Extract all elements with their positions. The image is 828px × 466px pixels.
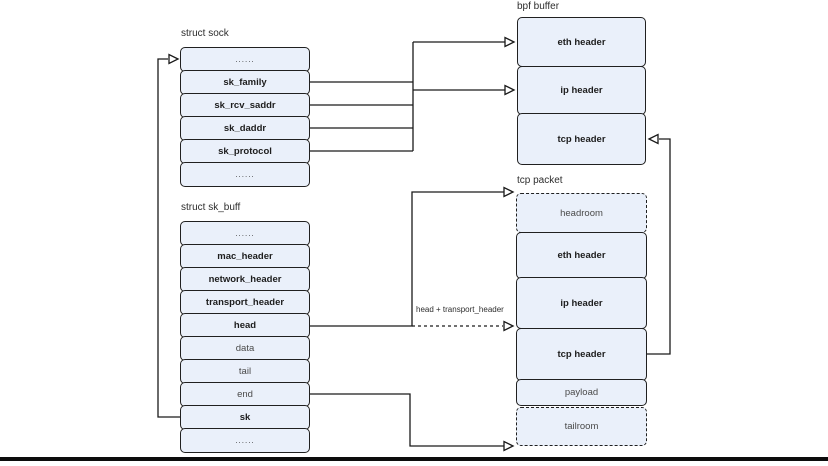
arrowhead-tcp-header-dashed: [503, 320, 515, 332]
arrowhead-struct-sock: [168, 53, 180, 65]
connector-sk-to-sock: [157, 58, 180, 418]
skbuff-row-dots-bottom: ......: [180, 428, 310, 453]
arrowhead-ip-header: [504, 84, 516, 96]
connector-label-head-transport: head + transport_header: [416, 305, 504, 314]
skbuff-row-sk: sk: [180, 405, 310, 430]
sock-row-sk-rcv-saddr: sk_rcv_saddr: [180, 93, 310, 118]
tcp-packet-title: tcp packet: [517, 175, 563, 186]
arrowhead-eth-header: [504, 36, 516, 48]
bpf-row-eth-header: eth header: [517, 17, 646, 67]
packet-row-tcp-header: tcp header: [516, 327, 647, 381]
skbuff-row-transport-header: transport_header: [180, 290, 310, 315]
arrowhead-headroom: [503, 186, 515, 198]
skbuff-row-end: end: [180, 382, 310, 407]
skbuff-row-network-header: network_header: [180, 267, 310, 292]
connector-head-to-headroom: [310, 191, 504, 327]
sock-row-sk-family: sk_family: [180, 70, 310, 95]
sock-row-dots-top: ......: [180, 47, 310, 72]
sock-row-sk-daddr: sk_daddr: [180, 116, 310, 141]
connector-tcp-to-bpf: [646, 138, 671, 355]
packet-row-headroom: headroom: [516, 193, 647, 233]
bpf-row-tcp-header: tcp header: [517, 113, 646, 165]
tcp-packet-box: headroom eth header ip header tcp header…: [516, 193, 647, 446]
connector-end-to-tailroom: [310, 393, 504, 447]
packet-row-ip-header: ip header: [516, 277, 647, 329]
struct-sk-buff-title: struct sk_buff: [181, 202, 241, 213]
skbuff-row-head: head: [180, 313, 310, 338]
sock-row-sk-protocol: sk_protocol: [180, 139, 310, 164]
skbuff-row-mac-header: mac_header: [180, 244, 310, 269]
arrowhead-tailroom: [503, 440, 515, 452]
struct-sk-buff-box: ...... mac_header network_header transpo…: [180, 221, 310, 453]
bpf-row-ip-header: ip header: [517, 65, 646, 115]
skbuff-row-dots-top: ......: [180, 221, 310, 246]
skbuff-row-tail: tail: [180, 359, 310, 384]
packet-row-eth-header: eth header: [516, 231, 647, 279]
bottom-divider-line: [0, 457, 828, 461]
struct-sock-box: ...... sk_family sk_rcv_saddr sk_daddr s…: [180, 47, 310, 187]
bpf-buffer-box: eth header ip header tcp header: [517, 17, 646, 165]
bpf-buffer-title: bpf buffer: [517, 1, 560, 12]
arrowhead-bpf-tcp-header: [647, 133, 659, 145]
packet-row-tailroom: tailroom: [516, 407, 647, 446]
sock-row-dots-bottom: ......: [180, 162, 310, 187]
struct-sock-title: struct sock: [181, 28, 229, 39]
packet-row-payload: payload: [516, 379, 647, 406]
skbuff-row-data: data: [180, 336, 310, 361]
